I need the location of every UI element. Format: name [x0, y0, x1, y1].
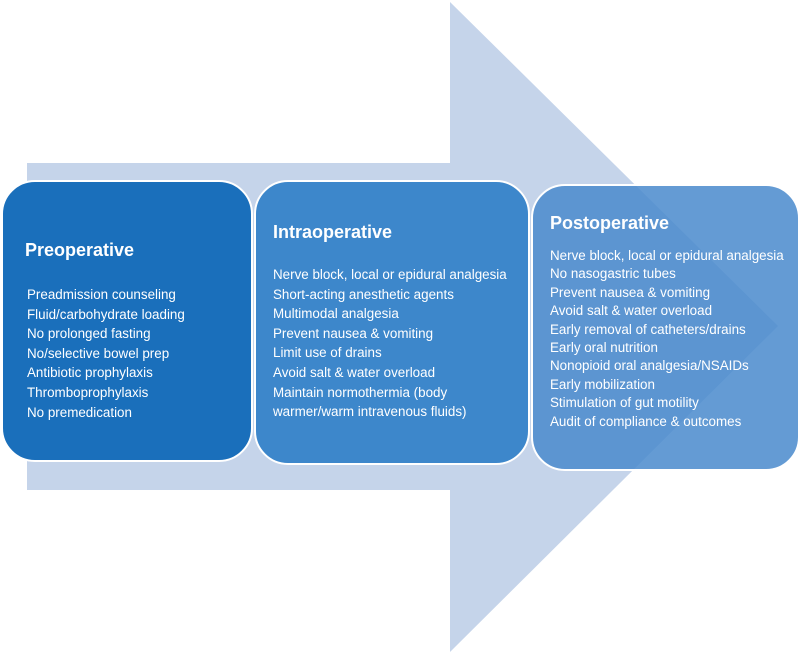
preoperative-list: Preadmission counseling Fluid/carbohydra… [27, 285, 249, 422]
list-item: Avoid salt & water overload [273, 364, 436, 380]
postoperative-list: Nerve block, local or epidural analgesia… [550, 247, 798, 431]
list-item: Prevent nausea & vomiting [273, 325, 434, 341]
list-item: Prevent nausea & vomiting [550, 284, 711, 300]
list-item: Preadmission counseling [27, 287, 176, 302]
list-item: No nasogastric tubes [550, 266, 676, 282]
postoperative-box: Postoperative Nerve block, local or epid… [531, 184, 800, 471]
list-item: No prolonged fasting [27, 326, 151, 342]
list-item: Limit use of drains [273, 345, 382, 361]
list-item: Early oral nutrition [550, 340, 658, 356]
list-item: No premedication [27, 404, 132, 420]
list-item: Antibiotic prophylaxis [27, 365, 153, 381]
list-item: Audit of compliance & outcomes [550, 413, 742, 429]
list-item: No/selective bowel prep [27, 345, 170, 361]
list-item: Early removal of catheters/drains [550, 321, 746, 337]
intraoperative-title: Intraoperative [273, 222, 393, 242]
list-item: Maintain normothermia (body warmer/warm … [273, 384, 467, 420]
list-item: Early mobilization [550, 376, 655, 392]
postoperative-title: Postoperative [550, 213, 670, 233]
list-item: Avoid salt & water overload [550, 303, 713, 319]
intraoperative-box: Intraoperative Nerve block, local or epi… [254, 180, 530, 465]
list-item: Stimulation of gut motility [550, 395, 699, 411]
preoperative-title: Preoperative [25, 240, 135, 260]
list-item: Nerve block, local or epidural analgesia [550, 248, 784, 263]
list-item: Thromboprophylaxis [27, 384, 149, 400]
list-item: Nonopioid oral analgesia/NSAIDs [550, 358, 749, 374]
list-item: Fluid/carbohydrate loading [27, 306, 185, 322]
preoperative-box: Preoperative Preadmission counseling Flu… [1, 180, 253, 462]
list-item: Nerve block, local or epidural analgesia [273, 267, 507, 282]
list-item: Multimodal analgesia [273, 306, 399, 322]
intraoperative-list: Nerve block, local or epidural analgesia… [273, 265, 525, 422]
list-item: Short-acting anesthetic agents [273, 286, 454, 302]
